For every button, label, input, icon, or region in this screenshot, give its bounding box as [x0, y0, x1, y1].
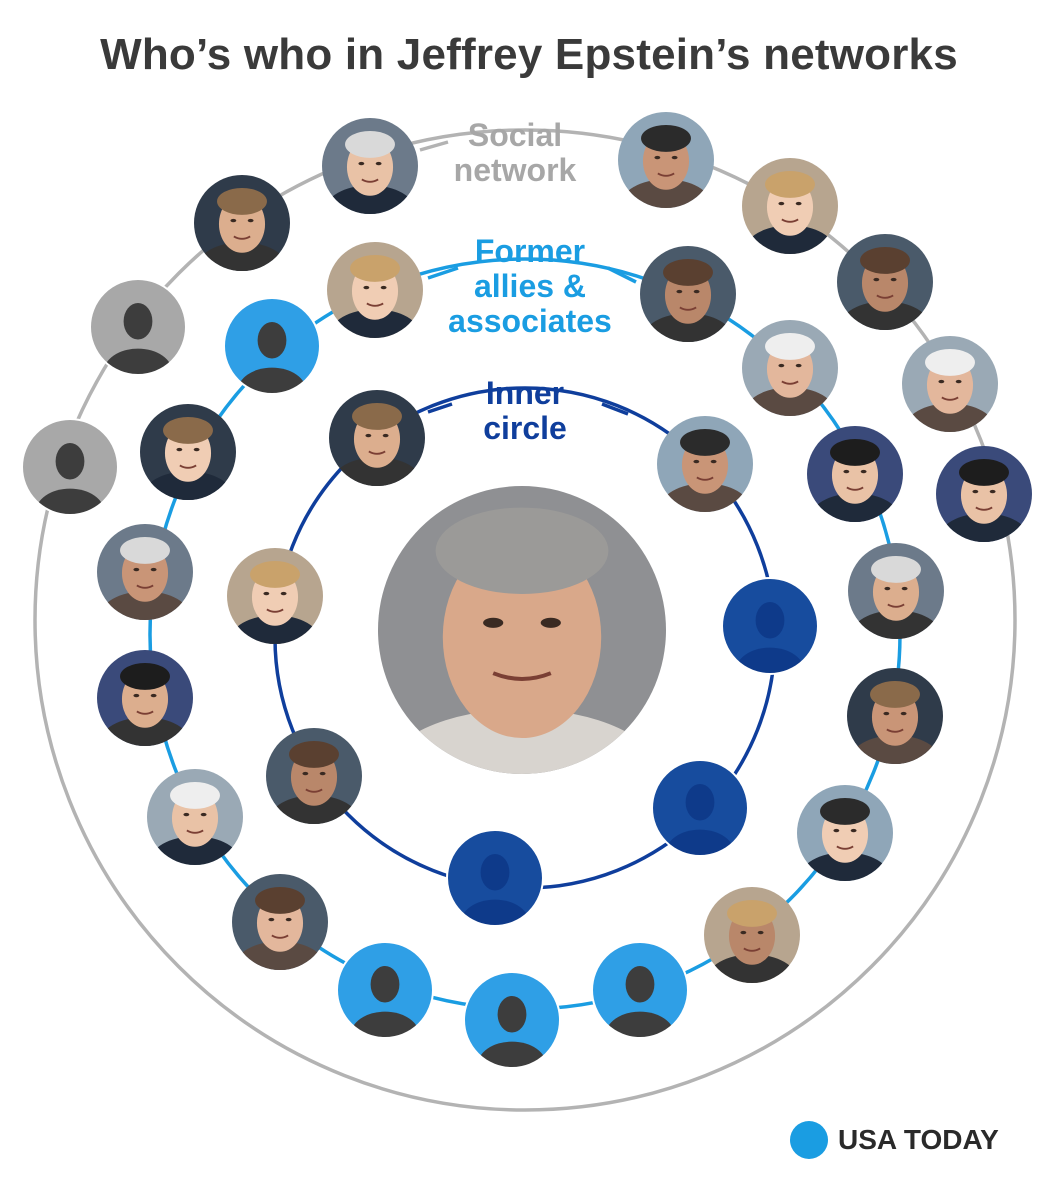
- former-photo-2: [640, 246, 736, 342]
- brand-name: USA TODAY: [838, 1124, 999, 1155]
- label-connector-5: [601, 402, 629, 416]
- former-photo-13: [140, 404, 236, 500]
- label-inner-circle: Inner circle: [450, 376, 600, 446]
- inner-photo-3: [227, 548, 323, 644]
- former-photo-8: [704, 887, 800, 983]
- former-photo-4: [807, 426, 903, 522]
- label-social-line-1: Social: [467, 117, 563, 153]
- social-photo-3: [618, 112, 714, 208]
- former-photo-5: [848, 543, 944, 639]
- social-photo-1: [322, 118, 418, 214]
- label-former-line-1: Former: [474, 233, 586, 269]
- label-social-line-2: network: [453, 152, 577, 188]
- social-placeholder-2: [21, 418, 119, 516]
- inner-placeholder-1: [721, 577, 819, 675]
- brand-dot-icon: [790, 1121, 828, 1159]
- former-photo-6: [847, 668, 943, 764]
- inner-photo-1: [329, 390, 425, 486]
- label-former-allies: Former allies & associates: [430, 234, 630, 339]
- label-connector-4: [427, 402, 453, 414]
- former-photo-10: [147, 769, 243, 865]
- label-former-line-2: allies &: [473, 268, 587, 304]
- former-photo-9: [232, 874, 328, 970]
- former-placeholder-2: [463, 971, 561, 1069]
- social-ring: [33, 128, 1017, 1112]
- social-photo-6: [902, 336, 998, 432]
- center-photo: [378, 486, 666, 774]
- page-title: Who’s who in Jeffrey Epstein’s networks: [100, 30, 958, 79]
- label-connector-1: [419, 140, 449, 152]
- social-photo-5: [837, 234, 933, 330]
- brand-logo: USA TODAY: [790, 1120, 999, 1160]
- social-placeholder-1: [89, 278, 187, 376]
- former-placeholder-4: [223, 297, 321, 395]
- former-photo-11: [97, 650, 193, 746]
- inner-placeholder-3: [446, 829, 544, 927]
- inner-placeholder-2: [651, 759, 749, 857]
- inner-photo-2: [657, 416, 753, 512]
- label-inner-line-2: circle: [483, 410, 567, 446]
- former-placeholder-3: [336, 941, 434, 1039]
- former-photo-7: [797, 785, 893, 881]
- label-former-line-3: associates: [448, 303, 612, 339]
- social-photo-7: [936, 446, 1032, 542]
- label-connector-2: [427, 266, 459, 280]
- social-photo-2: [194, 175, 290, 271]
- label-social-network: Social network: [430, 118, 600, 188]
- former-photo-3: [742, 320, 838, 416]
- social-photo-4: [742, 158, 838, 254]
- inner-photo-4: [266, 728, 362, 824]
- former-photo-1: [327, 242, 423, 338]
- former-photo-12: [97, 524, 193, 620]
- former-placeholder-1: [591, 941, 689, 1039]
- label-connector-3: [607, 266, 637, 284]
- label-inner-line-1: Inner: [485, 375, 565, 411]
